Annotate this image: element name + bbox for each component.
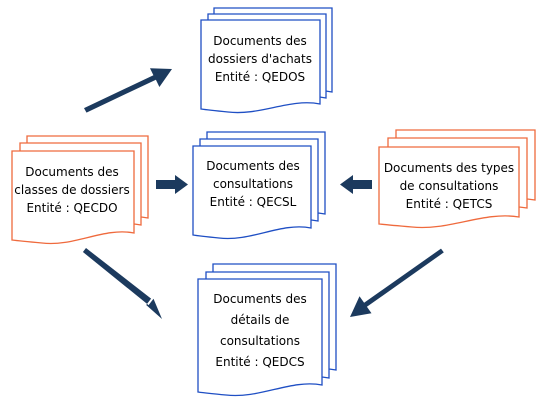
doc-line: Entité : QEDOS [215, 70, 305, 84]
doc-stack-types-consultations: Documents des types de consultations Ent… [378, 129, 536, 229]
doc-sheet-front [200, 19, 321, 114]
doc-sheet-front [11, 150, 135, 245]
arrow-types-to-consultations [340, 175, 372, 194]
doc-line: Entité : QECDO [26, 201, 117, 215]
arrow-classes-to-consultations [156, 175, 188, 194]
doc-line: consultations [220, 334, 300, 348]
doc-sheet-front [197, 278, 323, 397]
doc-line: Documents des [213, 292, 307, 306]
doc-stack-classes-dossiers: Documents des classes de dossiers Entité… [11, 135, 149, 245]
doc-line: de consultations [400, 179, 499, 193]
doc-stack-dossiers-achats: Documents des dossiers d'achats Entité :… [200, 7, 333, 114]
arrow-classes-to-details [82, 248, 162, 319]
doc-line: Entité : QECSL [210, 195, 297, 209]
doc-line: Documents des types [384, 161, 514, 175]
doc-stack-consultations: Documents des consultations Entité : QEC… [192, 131, 326, 240]
doc-sheet-front [192, 145, 312, 240]
doc-line: détails de [231, 313, 290, 327]
doc-line: Documents des [25, 165, 119, 179]
doc-line: Entité : QETCS [406, 197, 493, 211]
doc-line: consultations [213, 177, 293, 191]
doc-line: Documents des [213, 34, 307, 48]
doc-line: Entité : QEDCS [215, 355, 304, 369]
doc-line: Documents des [206, 159, 300, 173]
doc-sheet-front [378, 146, 520, 229]
arrow-types-to-details [350, 248, 444, 317]
arrow-classes-to-dossiers [84, 68, 172, 113]
doc-stack-details-consultations: Documents des détails de consultations E… [197, 263, 337, 397]
doc-line: dossiers d'achats [208, 52, 312, 66]
doc-line: classes de dossiers [14, 183, 129, 197]
